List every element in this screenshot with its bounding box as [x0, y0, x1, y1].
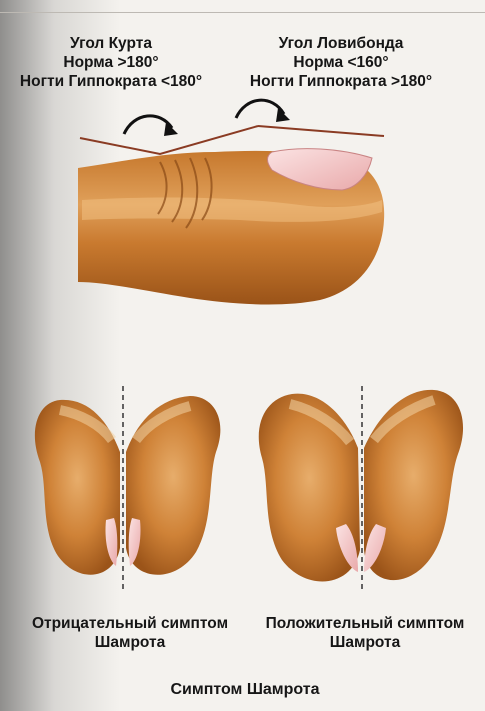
curth-hippocratic: Ногти Гиппократа <180° — [6, 72, 216, 91]
lovibond-hippocratic: Ногти Гиппократа >180° — [226, 72, 456, 91]
arrow-left-head-icon — [164, 122, 178, 136]
negative-caption-line2: Шамрота — [20, 633, 240, 652]
finger-side-view — [78, 100, 384, 304]
right-finger-lobe — [126, 396, 220, 575]
positive-caption-line1: Положительный симптом — [250, 614, 480, 633]
lovibond-norm: Норма <160° — [226, 53, 456, 72]
schamroth-positive-figure — [259, 386, 463, 590]
left-finger-lobe — [35, 400, 120, 575]
figure-title: Симптом Шамрота — [140, 680, 350, 699]
curth-title: Угол Курта — [6, 34, 216, 53]
arrow-right-icon — [236, 100, 284, 118]
negative-caption-line1: Отрицательный симптом — [20, 614, 240, 633]
curth-angle-label: Угол Курта Норма >180° Ногти Гиппократа … — [6, 34, 216, 91]
lovibond-title: Угол Ловибонда — [226, 34, 456, 53]
curth-norm: Норма >180° — [6, 53, 216, 72]
schamroth-negative-figure — [35, 386, 221, 590]
positive-schamroth-caption: Положительный симптом Шамрота — [250, 614, 480, 652]
lovibond-angle-label: Угол Ловибонда Норма <160° Ногти Гиппокр… — [226, 34, 456, 91]
lovibond-angle-line — [258, 126, 384, 136]
negative-schamroth-caption: Отрицательный симптом Шамрота — [20, 614, 240, 652]
positive-caption-line2: Шамрота — [250, 633, 480, 652]
curved-arrows — [124, 100, 284, 134]
